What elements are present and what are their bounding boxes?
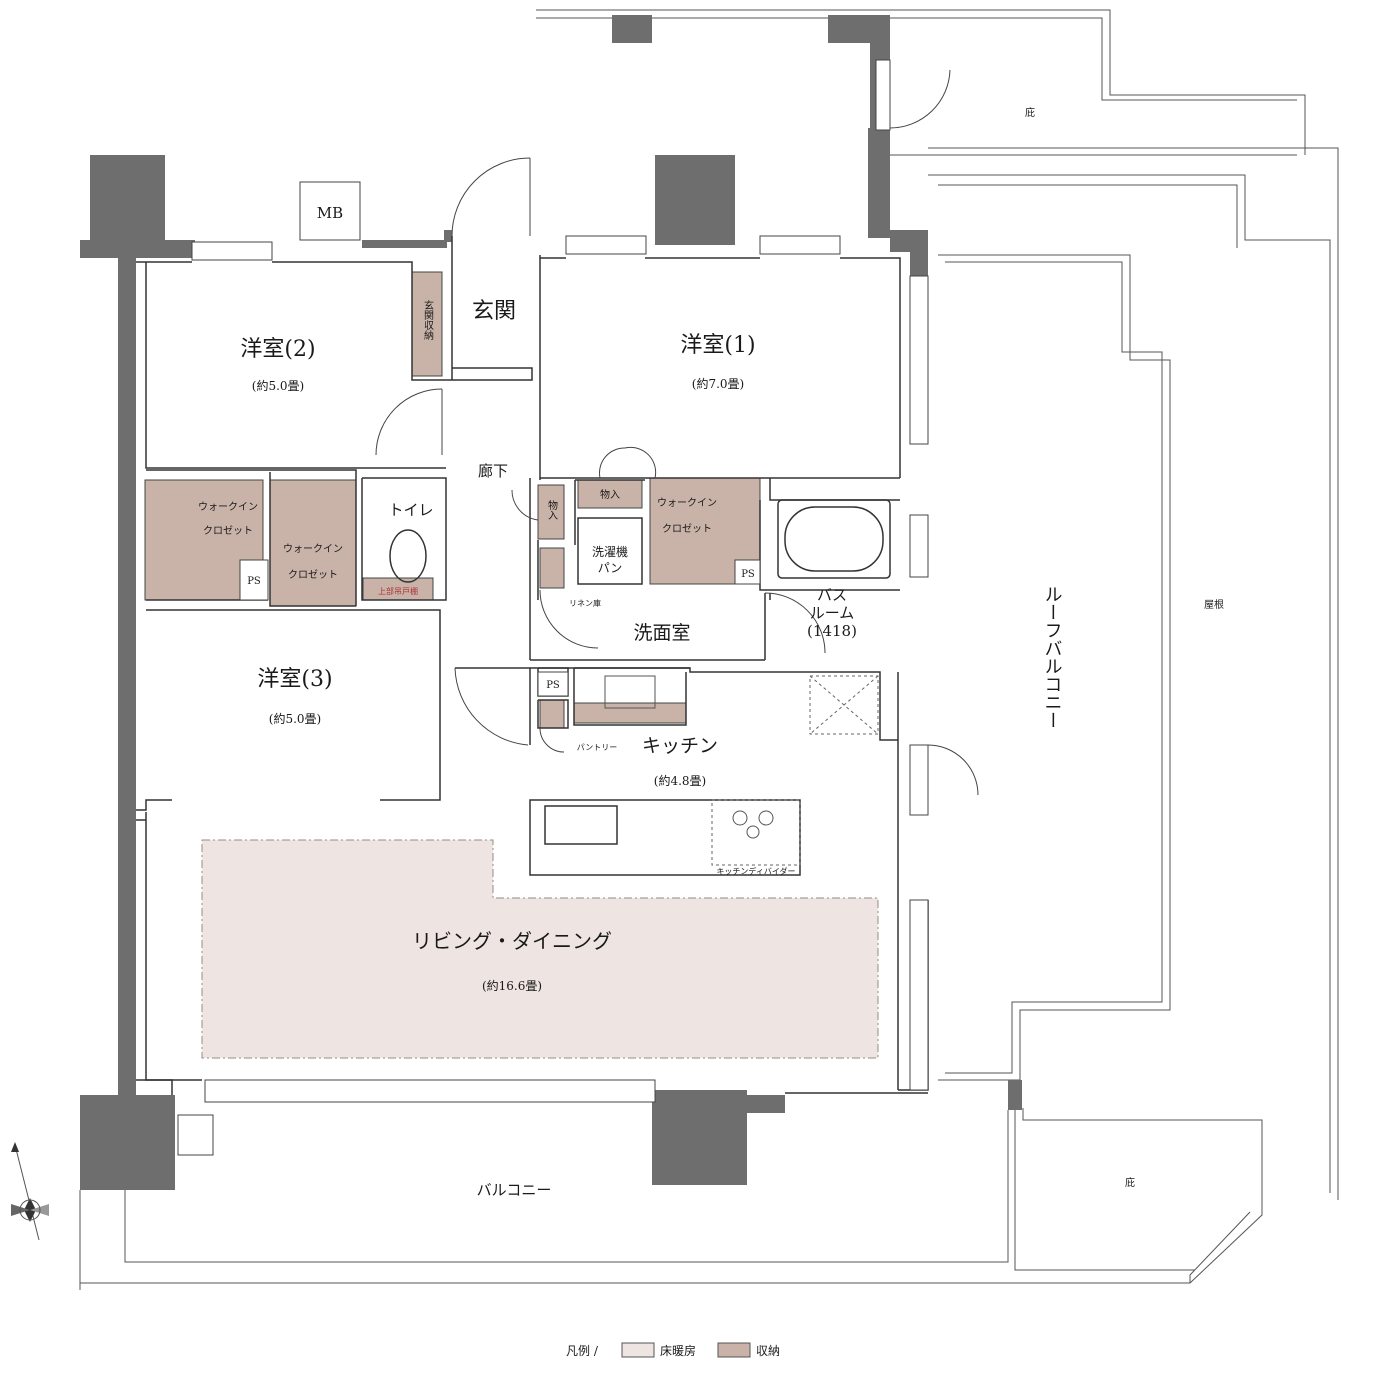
kitchen-sink [544, 805, 618, 845]
burner-right [758, 810, 774, 826]
windows [177, 59, 929, 1156]
fridge-space [809, 675, 879, 735]
bathroom-line3: (1418) [807, 622, 857, 640]
entrance-label: 玄関 [472, 299, 516, 324]
storage-a-label: 物入 [546, 499, 558, 520]
linen-label: リネン庫 [569, 598, 601, 608]
pantry-label: パントリー [577, 743, 617, 752]
kitchen-counter [529, 799, 801, 876]
living-dining-name: リビング・ダイニング [412, 929, 612, 953]
eaves-top-outline [536, 9, 1306, 156]
ps-label-2: PS [741, 569, 755, 580]
ps-box-1 [239, 559, 269, 601]
kitchen-divider-label: キッチンディバイダー [716, 866, 795, 876]
western-room-1-size: (約7.0畳) [692, 376, 744, 391]
balcony-label: バルコニー [477, 1181, 552, 1199]
western-room-3-size: (約5.0畳) [269, 711, 321, 726]
eaves-top-label: 庇 [1025, 106, 1035, 119]
walls [80, 15, 1022, 1190]
bathroom-line1: バス [817, 586, 847, 604]
entrance-storage-fill [411, 271, 443, 377]
walk-in-closet-b-line1: ウォークイン [283, 543, 343, 555]
mb-label: MB [317, 204, 343, 222]
toilet-bowl [389, 529, 427, 583]
ps-label-1: PS [247, 576, 261, 587]
ps-box-2 [734, 559, 761, 585]
washer-pan-line1: 洗濯機 [592, 544, 628, 559]
ps-label-3: PS [546, 680, 560, 691]
mb-box [299, 181, 361, 241]
burner-back [746, 825, 760, 839]
western-room-2-name: 洋室(2) [240, 337, 315, 362]
western-room-3-name: 洋室(3) [257, 667, 332, 692]
linen-fill [539, 547, 565, 589]
kitchen-back-storage-fill [573, 702, 687, 724]
western-room-1-name: 洋室(1) [680, 333, 755, 358]
legend: 凡例 / 床暖房 収納 [566, 1342, 780, 1358]
entrance-storage-label: 玄関収納 [422, 299, 434, 341]
bathtub [777, 499, 891, 579]
kitchen-name: キッチン [642, 735, 718, 757]
living-dining-size: (約16.6畳) [482, 978, 542, 993]
western-room-2-size: (約5.0畳) [252, 378, 304, 393]
storage-a-fill [537, 484, 565, 540]
bathtub-inner [784, 506, 884, 572]
toilet-label: トイレ [388, 501, 433, 519]
legend-floor-heating-swatch [621, 1342, 655, 1358]
walk-in-closet-a-line1: ウォークイン [198, 501, 258, 513]
legend-storage-swatch [717, 1342, 751, 1358]
legend-storage-label: 収納 [756, 1344, 780, 1358]
bathroom-line2: ルーム [810, 604, 855, 622]
ps-box-3 [537, 671, 569, 697]
doors [375, 69, 979, 796]
walk-in-closet-c-line1: ウォークイン [657, 497, 717, 509]
roof-balcony-label: ルーフバルコニー [1042, 585, 1063, 729]
toilet-cabinet-label: 上部吊戸棚 [378, 586, 418, 596]
kitchen-divider-frame [711, 799, 801, 866]
legend-floor-heating-label: 床暖房 [660, 1343, 696, 1358]
legend-prefix: 凡例 / [566, 1344, 599, 1358]
kitchen-size: (約4.8畳) [654, 773, 706, 788]
roof-label: 屋根 [1204, 598, 1224, 611]
compass-icon [11, 1142, 49, 1241]
walk-in-closet-c-line2: クロゼット [662, 523, 712, 535]
walk-in-closet-a-line2: クロゼット [203, 525, 253, 537]
washer-pan-line2: パン [598, 561, 623, 575]
kitchen-back-counter [604, 675, 656, 709]
washer-pan-frame [577, 517, 643, 585]
eaves-bottom-label: 庇 [1125, 1176, 1135, 1189]
walk-in-closet-b-fill [269, 479, 357, 607]
storage-b-label: 物入 [600, 488, 620, 501]
floor-heating-area [201, 839, 879, 1059]
burner-left [732, 810, 748, 826]
washroom-label: 洗面室 [633, 622, 690, 644]
balcony-outline [79, 1108, 1263, 1290]
storage-b-fill [577, 479, 643, 509]
roof-outline [928, 147, 1339, 1200]
roof-balcony-outline [938, 254, 1171, 1081]
hallway-label: 廊下 [478, 462, 508, 480]
pantry-fill [539, 699, 565, 729]
walk-in-closet-b-line2: クロゼット [288, 569, 338, 581]
